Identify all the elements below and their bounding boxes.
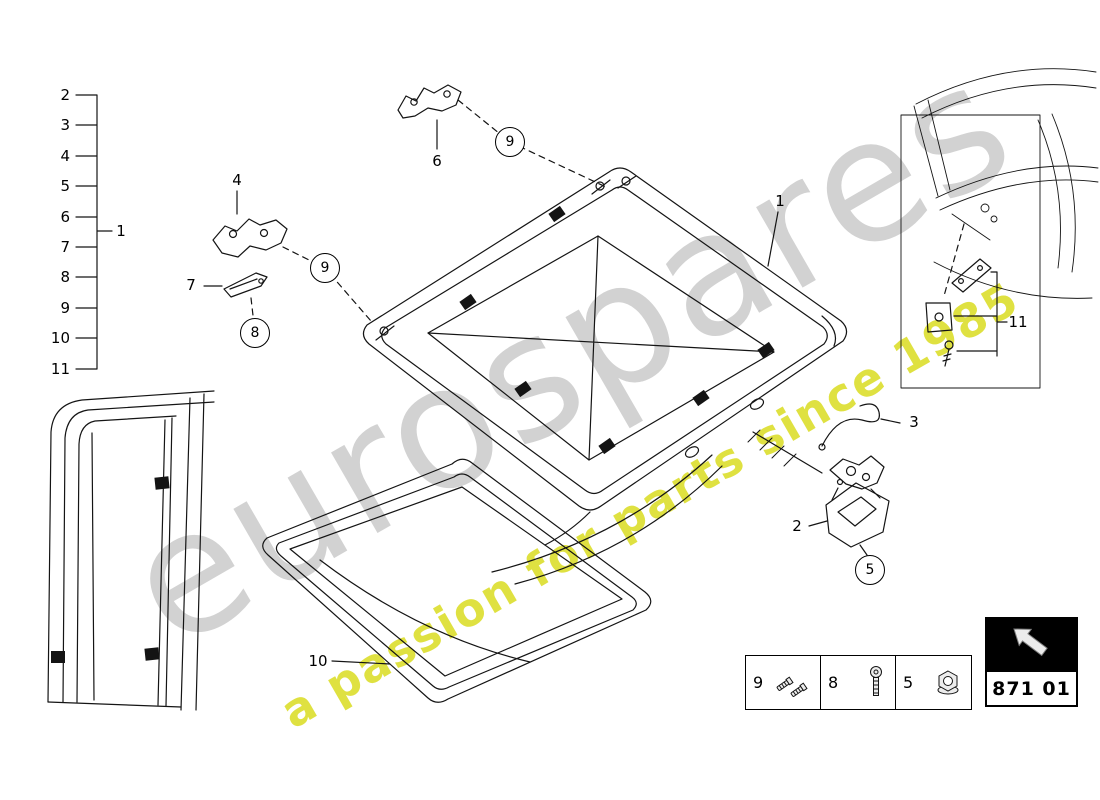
index-item-4: 4 (60, 147, 70, 165)
index-item-7: 7 (60, 238, 70, 256)
index-item-10: 10 (50, 329, 70, 347)
index-bracket-label-1: 1 (116, 222, 126, 240)
bracket-11-drawing (925, 258, 1008, 367)
legend-cell-5: 5 (896, 656, 971, 709)
index-item-3: 3 (60, 116, 70, 134)
valve-screw-pair-icon (776, 676, 808, 697)
index-item-6: 6 (60, 208, 70, 226)
index-item-11: 11 (50, 360, 70, 378)
window-frame-drawing (47, 390, 215, 711)
index-item-2: 2 (60, 86, 70, 104)
part-label-4: 4 (232, 171, 242, 189)
part-label-6: 6 (432, 152, 442, 170)
legend-label-9: 9 (753, 673, 764, 692)
part-label-3: 3 (909, 413, 919, 431)
flange-nut-icon (937, 669, 959, 694)
part-code: 871 01 (985, 670, 1078, 707)
fastener-legend: 9 8 (745, 655, 972, 710)
callout-circle-9-top: 9 (495, 127, 525, 157)
hinge-bracket-4-drawing (212, 190, 288, 258)
index-item-9: 9 (60, 299, 70, 317)
part-label-11: 11 (1008, 313, 1028, 331)
car-body-inset-drawing (900, 68, 1099, 389)
callout-circle-8: 8 (240, 318, 270, 348)
callout-circle-5: 5 (855, 555, 885, 585)
arrow-icon (1012, 627, 1048, 656)
hinge-bracket-6-drawing (397, 84, 462, 150)
index-item-8: 8 (60, 268, 70, 286)
part-label-1: 1 (775, 192, 785, 210)
legend-label-8: 8 (828, 673, 839, 692)
legend-cell-8: 8 (821, 656, 896, 709)
legend-cell-9: 9 (746, 656, 821, 709)
roof-liner-10-drawing (262, 458, 652, 703)
index-bracket-lines (75, 94, 113, 370)
diagram-code-block: 871 01 (985, 617, 1078, 707)
latch-2-drawing (808, 455, 890, 556)
shim-plate-7-drawing (203, 272, 268, 298)
release-cable-3-drawing (818, 403, 901, 451)
roof-panel-1-drawing (362, 167, 848, 585)
index-item-5: 5 (60, 177, 70, 195)
callout-circle-9-left: 9 (310, 253, 340, 283)
socket-bolt-icon (870, 665, 882, 696)
dashed-leader-lines (250, 99, 965, 334)
part-label-2: 2 (792, 517, 802, 535)
part-label-10: 10 (308, 652, 328, 670)
legend-label-5: 5 (903, 673, 914, 692)
part-label-7: 7 (186, 276, 196, 294)
arrow-box (985, 617, 1078, 670)
frame-clip-fasteners (51, 476, 170, 663)
roof-clip-fasteners (459, 205, 775, 455)
